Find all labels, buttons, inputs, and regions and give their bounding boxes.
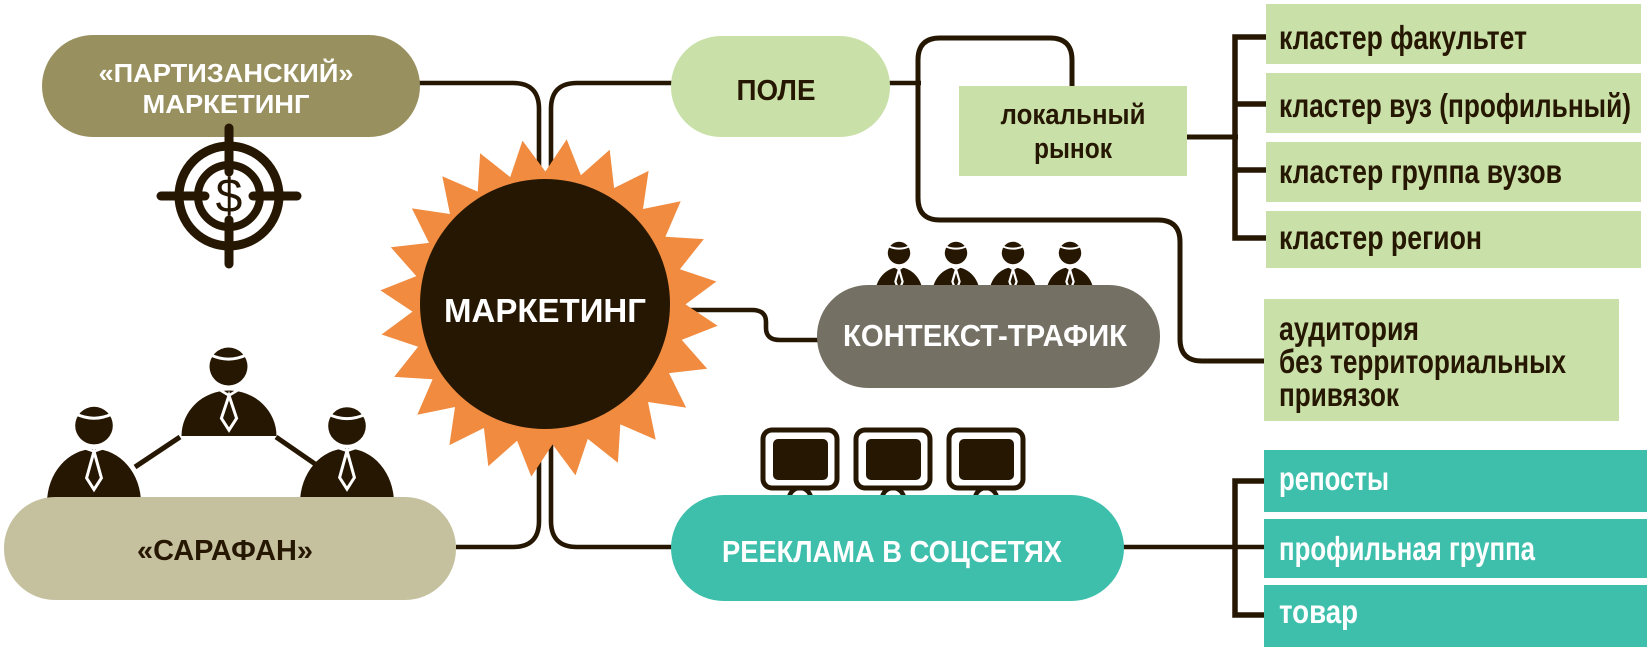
svg-text:МАРКЕТИНГ: МАРКЕТИНГ <box>444 292 646 329</box>
svg-text:«САРАФАН»: «САРАФАН» <box>137 535 313 567</box>
svg-text:ПОЛЕ: ПОЛЕ <box>737 75 816 107</box>
svg-text:профильная группа: профильная группа <box>1279 530 1536 567</box>
svg-text:кластер вуз (профильный): кластер вуз (профильный) <box>1279 87 1631 124</box>
svg-text:кластер регион: кластер регион <box>1279 219 1482 256</box>
svg-text:КОНТЕКСТ-ТРАФИК: КОНТЕКСТ-ТРАФИК <box>843 318 1127 353</box>
svg-text:аудитория: аудитория <box>1279 310 1419 347</box>
svg-text:рынок: рынок <box>1034 133 1112 165</box>
svg-text:привязок: привязок <box>1279 376 1399 413</box>
svg-text:«ПАРТИЗАНСКИЙ»: «ПАРТИЗАНСКИЙ» <box>99 58 354 88</box>
svg-text:МАРКЕТИНГ: МАРКЕТИНГ <box>143 89 310 119</box>
svg-text:товар: товар <box>1279 593 1358 630</box>
svg-text:$: $ <box>216 170 243 223</box>
svg-text:локальный: локальный <box>1001 99 1146 131</box>
svg-text:кластер факультет: кластер факультет <box>1279 19 1527 56</box>
svg-text:РЕЕКЛАМА В СОЦСЕТЯХ: РЕЕКЛАМА В СОЦСЕТЯХ <box>722 534 1062 569</box>
svg-text:без территориальных: без территориальных <box>1279 343 1567 380</box>
svg-text:репосты: репосты <box>1279 460 1389 497</box>
svg-text:кластер группа вузов: кластер группа вузов <box>1279 153 1562 190</box>
